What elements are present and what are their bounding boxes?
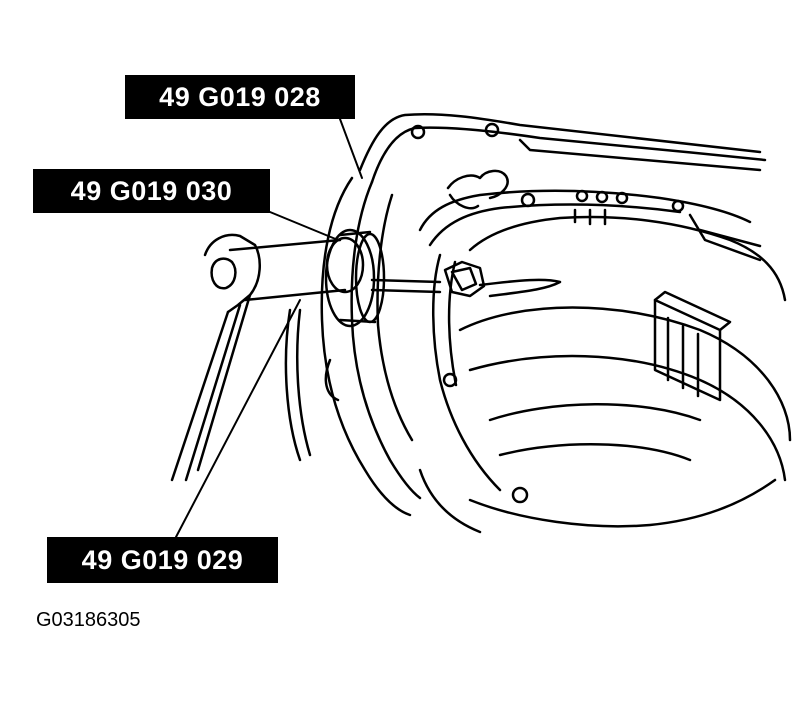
hex-nut [443, 260, 562, 298]
converter-housing [418, 253, 792, 534]
leader-029 [175, 299, 301, 538]
housing-outline [358, 112, 767, 262]
leader-030 [269, 211, 339, 241]
slotted-plate [653, 290, 732, 402]
tool-body [228, 228, 442, 328]
callout-49-g019-028: 49 G019 028 [125, 75, 355, 119]
leader-028 [339, 118, 363, 179]
callout-49-g019-030: 49 G019 030 [33, 169, 270, 213]
seal-ring [284, 176, 422, 517]
leader-lines [175, 118, 363, 538]
callout-49-g019-029: 49 G019 029 [47, 537, 278, 583]
bell-housing-flange [418, 169, 787, 302]
wrench [170, 233, 261, 482]
figure-id: G03186305 [36, 609, 141, 631]
